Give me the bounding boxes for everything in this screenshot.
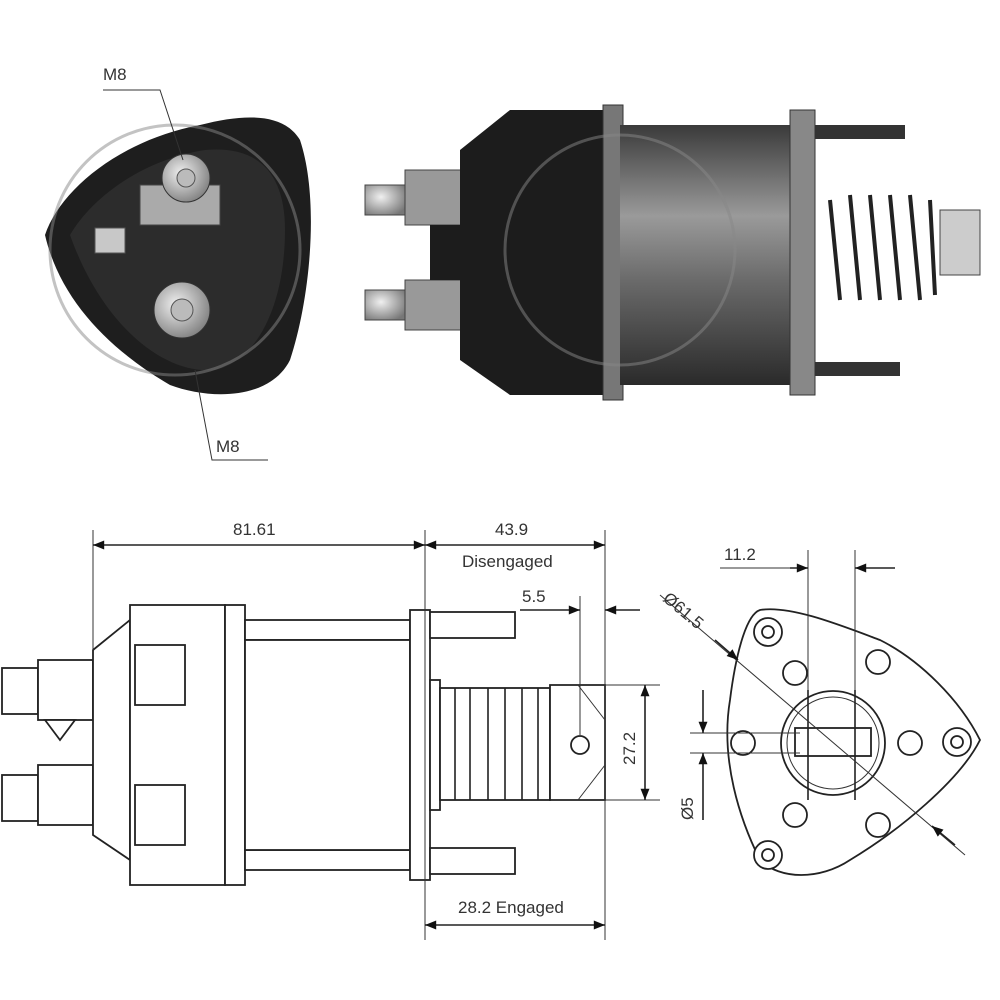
dim-engaged: 28.2 Engaged bbox=[458, 898, 564, 917]
bellows bbox=[439, 687, 551, 801]
dim-plunger-travel: 43.9 bbox=[495, 520, 528, 539]
watermark-logo bbox=[48, 123, 302, 377]
dim-hole-diameter: Ø5 bbox=[678, 797, 697, 820]
disengaged-label: Disengaged bbox=[462, 552, 553, 571]
watermark-logo bbox=[503, 133, 737, 367]
flange-technical-drawing: 11.2 Ø5 Ø61.5 bbox=[659, 545, 982, 876]
dim-flange-diameter: Ø61.5 bbox=[659, 589, 707, 633]
dim-hole-offset: 5.5 bbox=[522, 587, 546, 606]
dim-plunger-height: 27.2 bbox=[620, 732, 639, 765]
dim-body-length: 81.61 bbox=[233, 520, 276, 539]
solenoid-side-photo bbox=[364, 104, 981, 401]
terminal-bottom-label: M8 bbox=[216, 437, 240, 456]
spring bbox=[828, 194, 937, 301]
terminal-top-label: M8 bbox=[103, 65, 127, 84]
solenoid-end-photo: M8 M8 bbox=[45, 65, 311, 461]
mounting-nut bbox=[753, 617, 972, 870]
side-technical-drawing: 81.61 43.9 Disengaged 5.5 27.2 28.2 Enga… bbox=[1, 520, 660, 940]
dim-stud-spacing: 11.2 bbox=[724, 545, 756, 564]
